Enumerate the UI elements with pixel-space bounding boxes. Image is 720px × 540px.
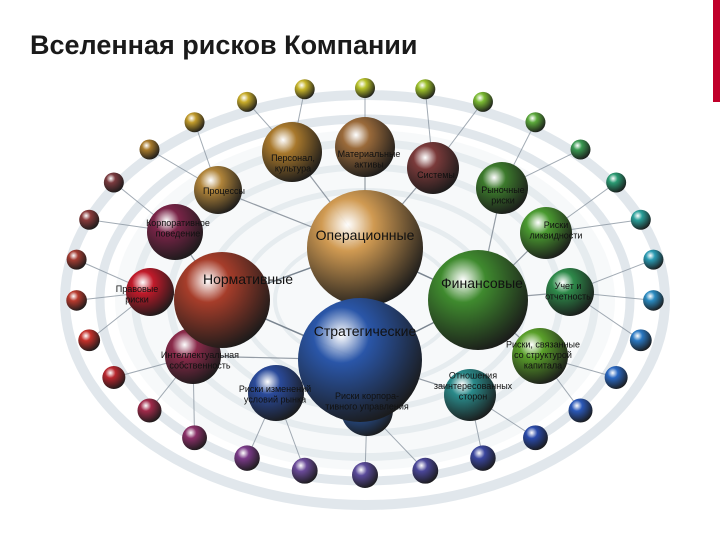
category-sphere-operational: [307, 190, 423, 306]
risk-nodes: [126, 117, 594, 436]
risk-node-liquidity: [520, 207, 572, 259]
outer-risk-sphere: [79, 209, 100, 230]
outer-risk-sphere: [415, 79, 436, 100]
slide-title: Вселенная рисков Компании: [30, 30, 418, 60]
risk-node-label-systems: Системы: [417, 170, 455, 180]
outer-risk-sphere: [291, 457, 318, 484]
risk-node-assets: [335, 117, 395, 177]
category-sphere-financial: [428, 250, 528, 350]
outer-risk-sphere: [604, 366, 628, 389]
risk-node-personnel: [262, 122, 322, 182]
category-label-financial: Финансовые: [441, 275, 523, 291]
outer-risk-sphere: [412, 457, 439, 484]
outer-risk-sphere: [66, 290, 87, 311]
outer-risk-sphere: [237, 91, 258, 112]
outer-risk-sphere: [568, 398, 593, 423]
outer-risk-sphere: [352, 462, 378, 488]
outer-ring: [66, 78, 664, 488]
outer-risk-sphere: [103, 172, 124, 193]
outer-risk-sphere: [66, 249, 87, 270]
outer-risk-sphere: [355, 78, 375, 98]
outer-risk-sphere: [570, 139, 591, 160]
risk-node-stakeholders: [444, 369, 496, 421]
outer-risk-sphere: [606, 172, 627, 193]
outer-risk-sphere: [102, 366, 126, 389]
risk-node-market: [476, 162, 528, 214]
outer-risk-sphere: [629, 329, 652, 352]
risk-node-label-personnel: Персонал,культура: [271, 153, 315, 174]
outer-risk-sphere: [184, 112, 205, 133]
outer-risk-sphere: [630, 209, 651, 230]
outer-risk-sphere: [182, 425, 207, 451]
outer-risk-sphere: [523, 425, 548, 451]
accent-bar: [713, 0, 720, 102]
outer-risk-sphere: [643, 290, 664, 311]
outer-risk-sphere: [234, 445, 260, 471]
risk-node-label-processes: Процессы: [203, 186, 245, 196]
risk-node-capital: [512, 328, 568, 384]
category-label-strategic: Стратегические: [314, 323, 417, 339]
outer-risk-sphere: [294, 79, 315, 100]
risk-node-legal: [126, 268, 174, 316]
category-label-normative: Нормативные: [203, 271, 293, 287]
risk-node-market-change: [248, 365, 304, 421]
outer-risk-sphere: [525, 112, 546, 133]
risk-node-processes: [194, 166, 242, 214]
category-sphere-normative: [174, 252, 270, 348]
category-sphere-strategic: [298, 298, 422, 422]
outer-risk-sphere: [78, 329, 101, 352]
outer-risk-sphere: [643, 249, 664, 270]
category-label-operational: Операционные: [316, 227, 415, 243]
risk-node-label-governance: Риски корпора-тивного управления: [325, 391, 409, 412]
outer-risk-sphere: [137, 398, 162, 423]
risk-node-systems: [407, 142, 459, 194]
outer-risk-sphere: [470, 445, 496, 471]
risk-node-corporate: [147, 204, 203, 260]
risk-node-accounting: [546, 268, 594, 316]
outer-risk-sphere: [139, 139, 160, 160]
outer-risk-sphere: [472, 91, 493, 112]
category-spheres: [174, 190, 528, 422]
